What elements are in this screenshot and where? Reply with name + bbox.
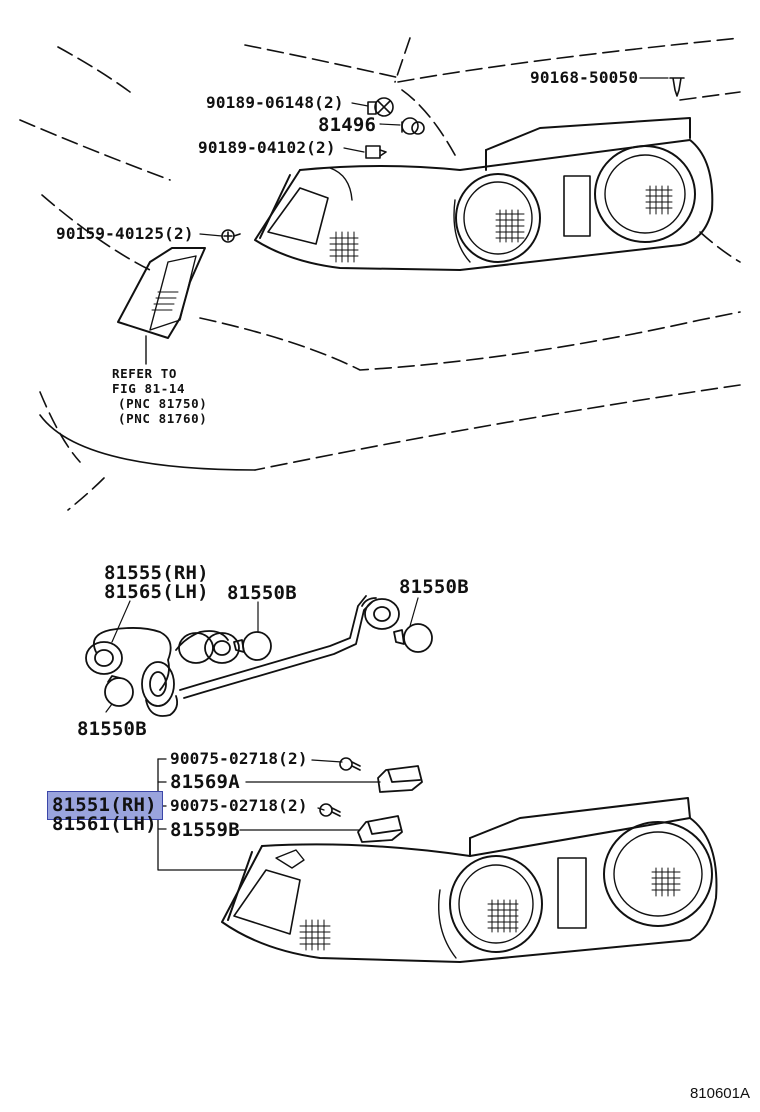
bulb-81550b-mid <box>233 631 272 661</box>
vehicle-body-outline <box>19 37 741 511</box>
part-label-81555-rh[interactable]: 81555(RH) <box>104 562 209 584</box>
part-label-81551-rh[interactable]: 81551(RH) <box>52 794 157 816</box>
part-label-90168-50050[interactable]: 90168-50050 <box>530 68 639 87</box>
bulb-81550b-bottom <box>104 675 134 707</box>
part-label-81550b-bottom[interactable]: 81550B <box>77 718 147 740</box>
body-line <box>39 414 256 471</box>
selected-part-highlight <box>47 791 163 820</box>
bulb-81550b-right <box>393 623 433 653</box>
part-label-81559b[interactable]: 81559B <box>170 819 240 841</box>
part-label-90189-04102[interactable]: 90189-04102(2) <box>198 138 336 157</box>
part-label-81496[interactable]: 81496 <box>318 114 377 136</box>
upper-tail-lamp <box>254 117 714 271</box>
reference-note-line3: (PNC 81750) <box>118 396 208 411</box>
part-label-90075-02718-b[interactable]: 90075-02718(2) <box>170 796 308 815</box>
leader-lines-upper <box>199 77 669 237</box>
reference-note-line4: (PNC 81760) <box>118 411 208 426</box>
lower-lamp-grille <box>299 867 681 951</box>
diagram-id-code: 810601A <box>689 1085 750 1102</box>
part-label-90159-40125[interactable]: 90159-40125(2) <box>56 224 194 243</box>
bracket-81559b <box>357 815 403 843</box>
leader-lines-mid <box>105 597 419 713</box>
part-label-81565-lh[interactable]: 81565(LH) <box>104 581 209 603</box>
assembly-bracket <box>157 758 381 871</box>
socket-wire-assembly <box>85 595 400 717</box>
part-label-81550b-right[interactable]: 81550B <box>399 576 469 598</box>
fastener-clip-90189-06148 <box>367 97 394 117</box>
part-label-81569a[interactable]: 81569A <box>170 771 240 793</box>
reference-note: REFER TO FIG 81-14 (PNC 81750) (PNC 8176… <box>112 366 207 426</box>
bracket-81569a <box>377 765 423 793</box>
fastener-nut-90189-04102 <box>365 145 387 159</box>
screw-90075-a <box>339 757 361 771</box>
part-label-90075-02718-a[interactable]: 90075-02718(2) <box>170 749 308 768</box>
fastener-grommet-81496 <box>401 117 425 135</box>
part-label-81561-lh[interactable]: 81561(LH) <box>52 813 157 835</box>
lower-tail-lamp <box>221 797 718 963</box>
reference-note-fig-link[interactable]: FIG 81-14 <box>112 381 186 396</box>
fastener-screw-90159 <box>221 229 241 243</box>
part-label-90189-06148[interactable]: 90189-06148(2) <box>206 93 344 112</box>
upper-lamp-grille <box>329 185 673 263</box>
screw-90075-b <box>319 803 341 817</box>
reference-lamp <box>117 247 206 365</box>
fastener-screw-90168 <box>669 77 685 97</box>
part-label-81550b-mid[interactable]: 81550B <box>227 582 297 604</box>
reference-note-line1: REFER TO <box>112 366 178 381</box>
